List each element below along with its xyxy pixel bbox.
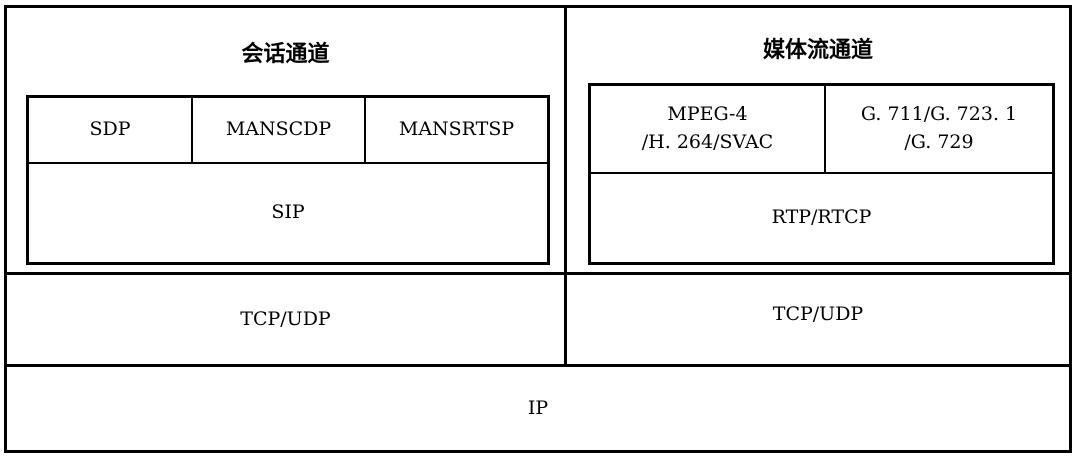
app-layer-divider <box>7 272 1069 275</box>
media-col-divider <box>824 86 826 172</box>
video-codec-cell: MPEG-4 /H. 264/SVAC <box>591 86 824 172</box>
mansrtsp-cell: MANSRTSP <box>398 118 515 141</box>
audio-codec-cell: G. 711/G. 723. 1 /G. 729 <box>826 86 1052 172</box>
sdp-cell: SDP <box>89 118 131 141</box>
ip-cell: IP <box>527 396 549 419</box>
audio-codec-line1: G. 711/G. 723. 1 <box>860 103 1018 126</box>
column-divider <box>564 8 567 364</box>
protocol-stack-diagram: 会话通道 SDP MANSCDP MANSRTSP SIP 媒体流通道 MPEG… <box>4 5 1072 453</box>
manscdp-cell: MANSCDP <box>225 118 332 141</box>
sip-cell: SIP <box>271 201 305 224</box>
media-channel-title: 媒体流通道 <box>762 38 873 63</box>
transport-right-cell: TCP/UDP <box>772 303 864 326</box>
rtp-rtcp-cell: RTP/RTCP <box>771 206 872 229</box>
session-channel-box: SDP MANSCDP MANSRTSP SIP <box>26 95 550 265</box>
transport-layer-divider <box>7 364 1069 367</box>
transport-left-cell: TCP/UDP <box>240 307 331 330</box>
video-codec-line1: MPEG-4 <box>667 103 748 126</box>
audio-codec-line2: /G. 729 <box>904 131 974 153</box>
media-row-divider <box>591 172 1052 174</box>
session-row-divider <box>29 162 547 164</box>
session-col-divider-2 <box>364 98 366 162</box>
video-codec-line2: /H. 264/SVAC <box>641 131 774 153</box>
media-channel-box: MPEG-4 /H. 264/SVAC G. 711/G. 723. 1 /G.… <box>588 83 1055 265</box>
session-col-divider-1 <box>191 98 193 162</box>
session-channel-title: 会话通道 <box>241 42 330 67</box>
